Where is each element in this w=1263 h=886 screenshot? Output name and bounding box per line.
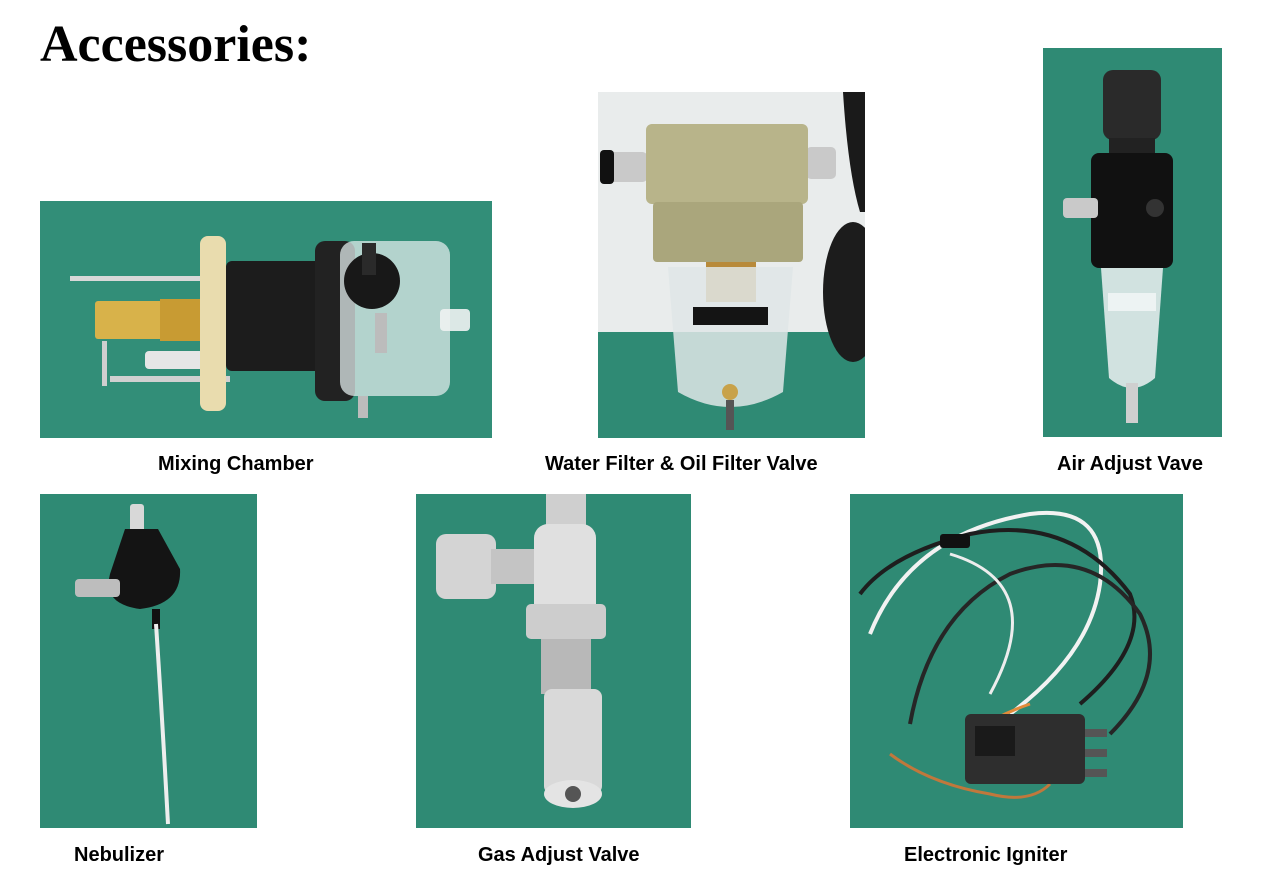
air-adjust-valve-photo [1043, 48, 1222, 437]
page-title: Accessories: [40, 16, 312, 73]
water-oil-filter-valve-photo [598, 92, 865, 438]
caption-water-oil-filter-valve: Water Filter & Oil Filter Valve [545, 453, 818, 475]
nebulizer-photo [40, 494, 257, 828]
mixing-chamber-photo [40, 201, 492, 438]
caption-air-adjust-valve: Air Adjust Vave [1057, 453, 1203, 475]
caption-gas-adjust-valve: Gas Adjust Valve [478, 844, 640, 866]
caption-electronic-igniter: Electronic Igniter [904, 844, 1068, 866]
gas-adjust-valve-photo [416, 494, 691, 828]
electronic-igniter-photo [850, 494, 1183, 828]
caption-mixing-chamber: Mixing Chamber [158, 453, 314, 475]
caption-nebulizer: Nebulizer [74, 844, 165, 866]
